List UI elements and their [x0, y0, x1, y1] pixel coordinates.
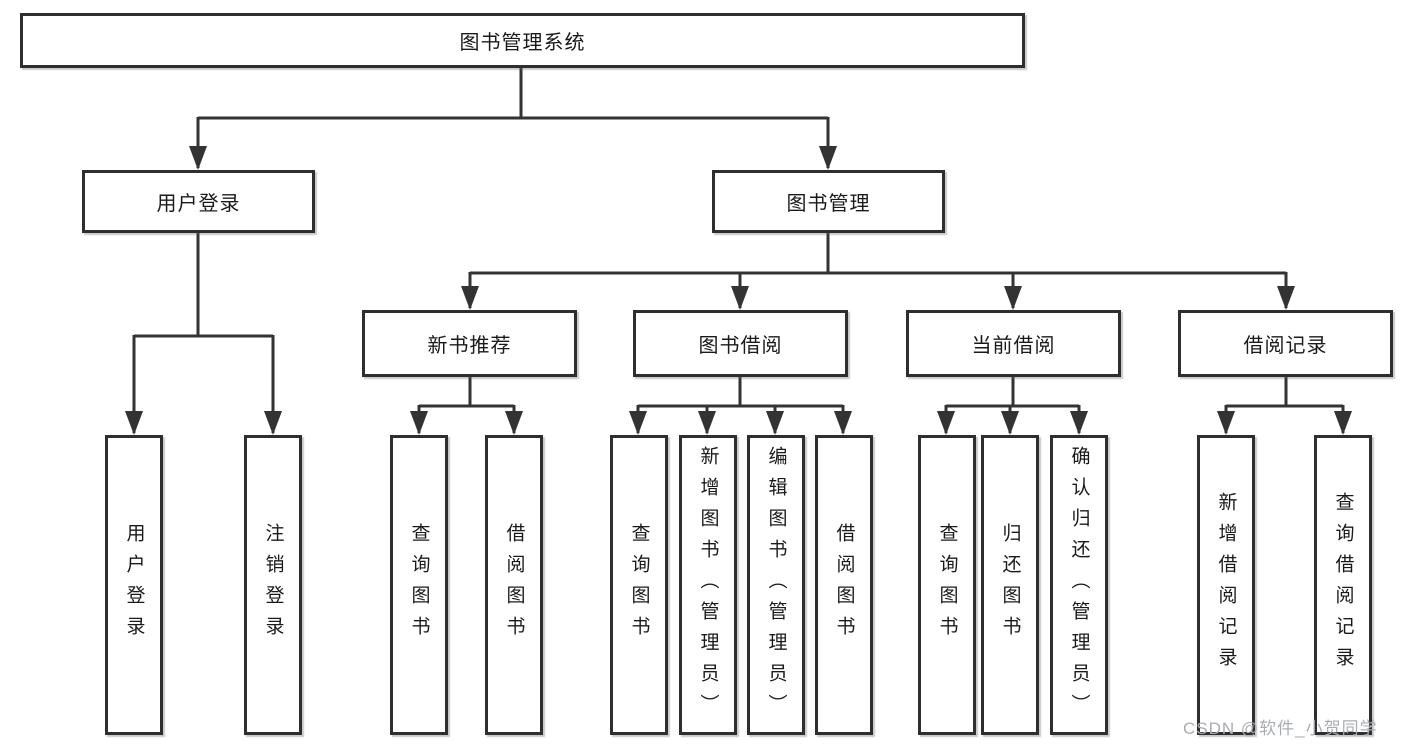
leaf-nbr-query-books: 查询图书 [390, 435, 448, 735]
leaf-nbr-borrow-books: 借阅图书 [485, 435, 543, 735]
watermark: CSDN @软件_小贺同学 [1183, 719, 1378, 738]
leaf-user-login: 用户登录 [105, 435, 163, 735]
leaf-cb-confirm-return-admin: 确认归还（管理员） [1050, 435, 1108, 735]
arrowheads [125, 146, 1352, 435]
node-current-borrow: 当前借阅 [906, 310, 1121, 377]
node-book-borrow: 图书借阅 [633, 310, 848, 377]
node-book-management: 图书管理 [712, 170, 945, 233]
leaf-br-add-record: 新增借阅记录 [1197, 435, 1255, 735]
leaf-cb-return-books: 归还图书 [981, 435, 1039, 735]
node-user-login: 用户登录 [82, 170, 315, 233]
leaf-bb-query-books: 查询图书 [610, 435, 668, 735]
leaf-logout: 注销登录 [244, 435, 302, 735]
leaf-bb-edit-books-admin: 编辑图书（管理员） [747, 435, 805, 735]
leaf-bb-add-books-admin: 新增图书（管理员） [679, 435, 737, 735]
node-borrow-records: 借阅记录 [1178, 310, 1393, 377]
leaf-br-query-record: 查询借阅记录 [1314, 435, 1372, 735]
leaf-cb-query-books: 查询图书 [918, 435, 976, 735]
node-library-management-system: 图书管理系统 [20, 13, 1025, 68]
leaf-bb-borrow-books: 借阅图书 [815, 435, 873, 735]
node-new-book-recommend: 新书推荐 [362, 310, 577, 377]
